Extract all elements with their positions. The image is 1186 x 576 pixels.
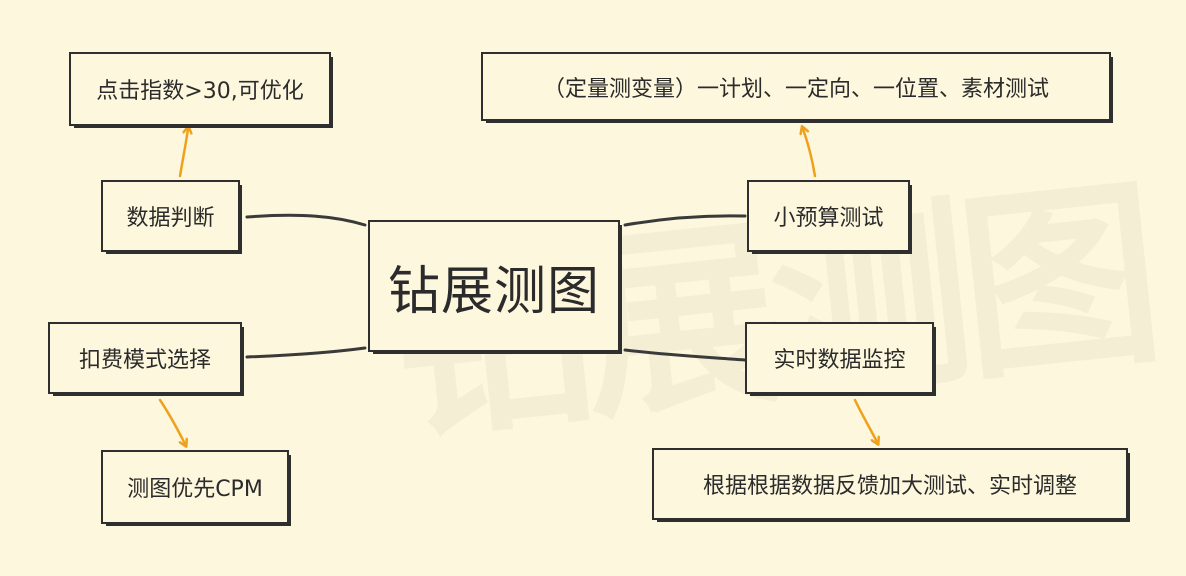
leaf-feedback-adjust: 根据根据数据反馈加大测试、实时调整 [652, 448, 1130, 522]
branch-data-judgment: 数据判断 [101, 180, 242, 254]
arrow-data-judgment-to-click-index [178, 129, 188, 178]
leaf-cpm-priority: 测图优先CPM [101, 450, 291, 526]
connector-center-realtime-monitor [623, 348, 747, 362]
branch-small-budget: 小预算测试 [747, 180, 912, 254]
branch-billing-mode: 扣费模式选择 [48, 322, 244, 396]
arrow-realtime-monitor-to-adjust [853, 398, 877, 442]
arrow-small-budget-to-variables [803, 129, 817, 178]
connector-center-billing-mode [245, 346, 367, 359]
leaf-click-index: 点击指数>30,可优化 [69, 52, 333, 128]
arrow-billing-mode-to-cpm [158, 398, 185, 444]
center-topic: 钻展测图 [368, 220, 622, 354]
leaf-quantitative-variables: （定量测变量）一计划、一定向、一位置、素材测试 [481, 52, 1113, 123]
connector-center-data-judgment [245, 213, 367, 227]
branch-realtime-monitor: 实时数据监控 [745, 322, 936, 396]
connector-center-small-budget [623, 214, 747, 227]
